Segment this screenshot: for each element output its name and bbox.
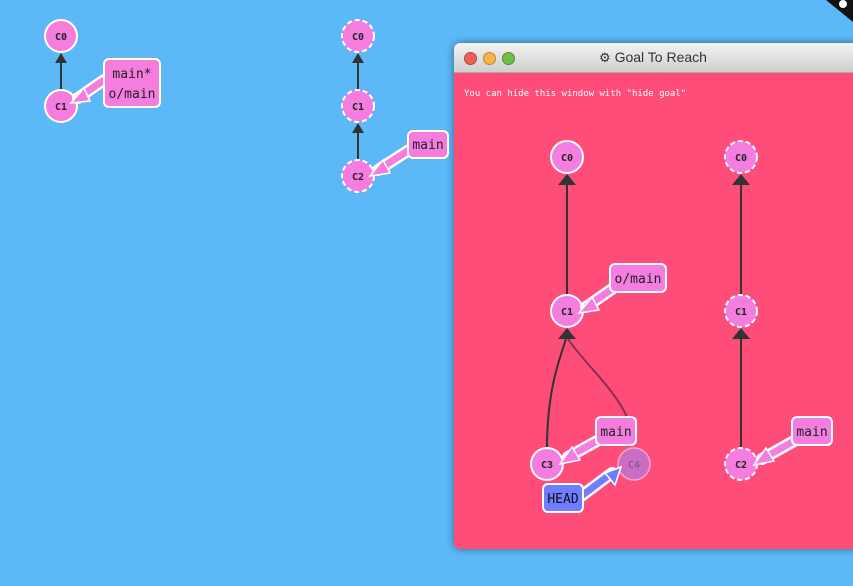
commit-remote-c1[interactable]: C1 (341, 89, 375, 123)
branch-label: main (412, 138, 443, 153)
goal-git-visualization: C0 C1 C3 C4 o/main main (530, 140, 833, 513)
branch-label: main (600, 425, 631, 440)
goal-hint-text: You can hide this window with "hide goal… (464, 89, 687, 99)
goal-title-text: Goal To Reach (614, 49, 707, 65)
goal-remote-commit-c2[interactable]: C2 (724, 447, 758, 481)
branch-label: o/main (615, 272, 662, 287)
branch-tag-remote-main[interactable]: main (368, 130, 449, 178)
goal-remote-arrowhead-c0 (732, 174, 750, 185)
goal-remote-branch-tag-main[interactable]: main (752, 416, 833, 467)
commit-label: C3 (541, 460, 553, 471)
arrowhead-remote-c1 (352, 123, 364, 133)
commit-label: C0 (561, 153, 573, 164)
commit-label: C0 (352, 32, 364, 43)
goal-window-titlebar[interactable]: ⚙ Goal To Reach (454, 43, 853, 73)
commit-label: C1 (735, 307, 747, 318)
goal-arrowhead-c0 (558, 174, 576, 185)
goal-commit-c0[interactable]: C0 (550, 140, 584, 174)
arrowhead-remote-c0 (352, 53, 364, 63)
commit-local-c0[interactable]: C0 (44, 19, 78, 53)
goal-edge-c3-c1 (546, 338, 567, 450)
head-label: HEAD (547, 492, 578, 507)
branch-label-o-main: o/main (109, 87, 156, 102)
arrowhead-local-c0 (55, 53, 67, 63)
commit-label: C1 (561, 307, 573, 318)
commit-label: C0 (735, 153, 747, 164)
gear-icon: ⚙ (599, 50, 611, 65)
goal-branch-tag-main[interactable]: main (558, 416, 637, 466)
goal-remote-commit-c0[interactable]: C0 (724, 140, 758, 174)
branch-label-main-star: main* (112, 67, 151, 82)
commit-label: C1 (55, 102, 67, 113)
branch-tag-main-o-main[interactable]: main* o/main (69, 58, 161, 108)
goal-commit-c3[interactable]: C3 (530, 447, 564, 481)
goal-head-tag[interactable]: HEAD (542, 465, 623, 513)
commit-label: C2 (352, 172, 364, 183)
maximize-window-button[interactable] (502, 52, 515, 65)
corner-ribbon-icon[interactable] (826, 0, 853, 22)
goal-branch-tag-o-main[interactable]: o/main (577, 263, 667, 315)
commit-label: C1 (352, 102, 364, 113)
goal-edge-c4-c1 (567, 338, 628, 418)
commit-local-c1[interactable]: C1 (44, 89, 78, 123)
goal-remote-arrowhead-c1 (732, 328, 750, 339)
goal-commit-c1[interactable]: C1 (550, 294, 584, 328)
goal-commit-c4-ghost[interactable]: C4 (617, 447, 651, 481)
minimize-window-button[interactable] (483, 52, 496, 65)
commit-label: C4 (628, 460, 640, 471)
goal-remote-commit-c1[interactable]: C1 (724, 294, 758, 328)
goal-window[interactable]: ⚙ Goal To Reach You can hide this window… (454, 43, 853, 549)
goal-window-title: ⚙ Goal To Reach (454, 49, 852, 66)
branch-label: main (796, 425, 827, 440)
close-window-button[interactable] (464, 52, 477, 65)
goal-arrowhead-c1 (558, 328, 576, 339)
commit-remote-c0[interactable]: C0 (341, 19, 375, 53)
commit-label: C0 (55, 32, 67, 43)
commit-label: C2 (735, 460, 747, 471)
